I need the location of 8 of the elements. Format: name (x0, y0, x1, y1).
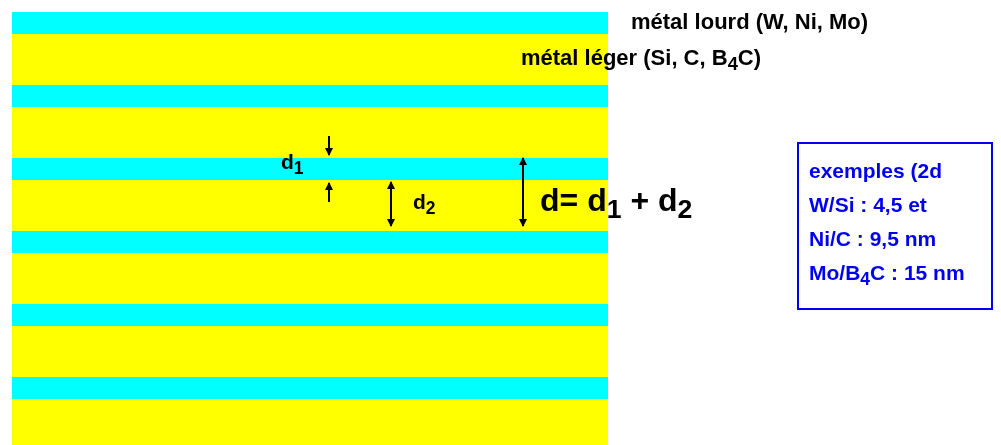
example-line: Ni/C : 9,5 nm (809, 226, 937, 252)
examples-box (797, 142, 993, 310)
examples-heading: exemples (2d (809, 158, 943, 184)
example-line: W/Si : 4,5 et (809, 192, 927, 218)
formula-label: d= d$_{1}$ + d$_{2}$ (540, 182, 693, 226)
dimension-label: d$_{2}$ (413, 190, 436, 220)
heavy-metal-label: métal lourd (W, Ni, Mo) (631, 9, 869, 35)
example-line: Mo/B$_{4}$C : 15 nm (809, 260, 965, 292)
